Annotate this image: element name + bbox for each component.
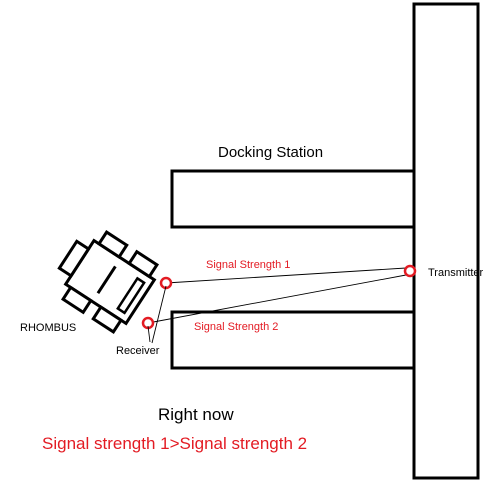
transmitter-wall (412, 2, 480, 480)
receiver-pointer-1 (147, 325, 151, 343)
robot-center-slot (96, 265, 117, 295)
robot-rear-bumper (57, 239, 91, 278)
docking-arm-lower (170, 310, 416, 370)
docking-arm-upper (170, 169, 416, 229)
signal-line-2 (147, 274, 407, 324)
robot-wheel-top-left (96, 230, 129, 260)
receiver-pointer-2 (151, 285, 167, 344)
signal-line-1 (165, 267, 407, 284)
receiver-node-1 (159, 276, 173, 290)
transmitter-node (403, 264, 417, 278)
docking-station-label: Docking Station (218, 144, 323, 161)
robot-wheel-bottom-right (91, 304, 124, 334)
status-comparison: Signal strength 1>Signal strength 2 (42, 434, 307, 453)
rhombus-label: RHOMBUS (20, 322, 76, 334)
transmitter-label: Transmitter (428, 267, 484, 279)
robot-front-sensor (116, 276, 146, 315)
robot-wheel-bottom-left (60, 285, 93, 315)
robot-wheel-top-right (127, 249, 160, 279)
signal-strength-1-label: Signal Strength 1 (206, 259, 290, 271)
rhombus-robot (57, 230, 160, 334)
receiver-label: Receiver (116, 345, 160, 357)
status-heading: Right now (158, 405, 234, 424)
signal-strength-2-label: Signal Strength 2 (194, 321, 278, 333)
